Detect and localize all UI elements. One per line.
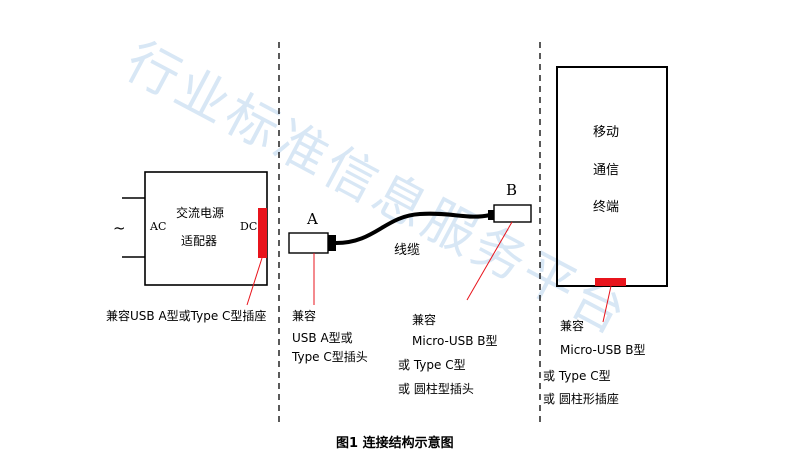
plug-b-body: [493, 204, 532, 223]
pointer-adapter-socket: [246, 257, 263, 306]
pointer-device-socket: [602, 285, 612, 323]
plug-b-letter: B: [506, 181, 518, 199]
note-device-socket-line4: 或 圆柱形插座: [543, 392, 619, 406]
pointer-plug-b: [466, 221, 513, 301]
note-plug-a-line3: Type C型插头: [292, 350, 368, 364]
note-plug-a-line2: USB A型或: [292, 331, 353, 345]
figure-caption: 图1 连接结构示意图: [336, 436, 454, 451]
adapter-dc-label: DC: [240, 220, 258, 233]
note-device-socket-line1: 兼容: [560, 319, 585, 333]
adapter-title-line2: 适配器: [181, 234, 218, 248]
adapter-title-line1: 交流电源: [176, 206, 225, 220]
device-socket: [595, 278, 626, 286]
note-adapter-socket: 兼容USB A型或Type C型插座: [106, 309, 267, 323]
adapter-dc-socket: [258, 208, 267, 258]
device-title-line1: 移动: [593, 125, 620, 140]
plug-a-letter: A: [307, 210, 318, 228]
plug-b-collar: [488, 210, 494, 220]
cable: [335, 211, 491, 245]
adapter-ac-label: AC: [150, 220, 167, 233]
note-plug-b-line3: 或 Type C型: [398, 358, 466, 372]
device-title-line2: 通信: [593, 163, 620, 178]
cable-label: 线缆: [394, 243, 421, 258]
plug-a-body: [288, 232, 329, 254]
ac-tilde-symbol: ~: [113, 219, 126, 237]
note-device-socket-line3: 或 Type C型: [543, 369, 611, 383]
note-plug-a-line1: 兼容: [292, 309, 317, 323]
note-plug-b-line1: 兼容: [412, 313, 437, 327]
plug-a-collar: [328, 235, 336, 251]
note-plug-b-line4: 或 圆柱型插头: [398, 382, 474, 396]
device-title-line3: 终端: [593, 200, 620, 215]
note-plug-b-line2: Micro-USB B型: [412, 334, 498, 348]
note-device-socket-line2: Micro-USB B型: [560, 343, 646, 357]
